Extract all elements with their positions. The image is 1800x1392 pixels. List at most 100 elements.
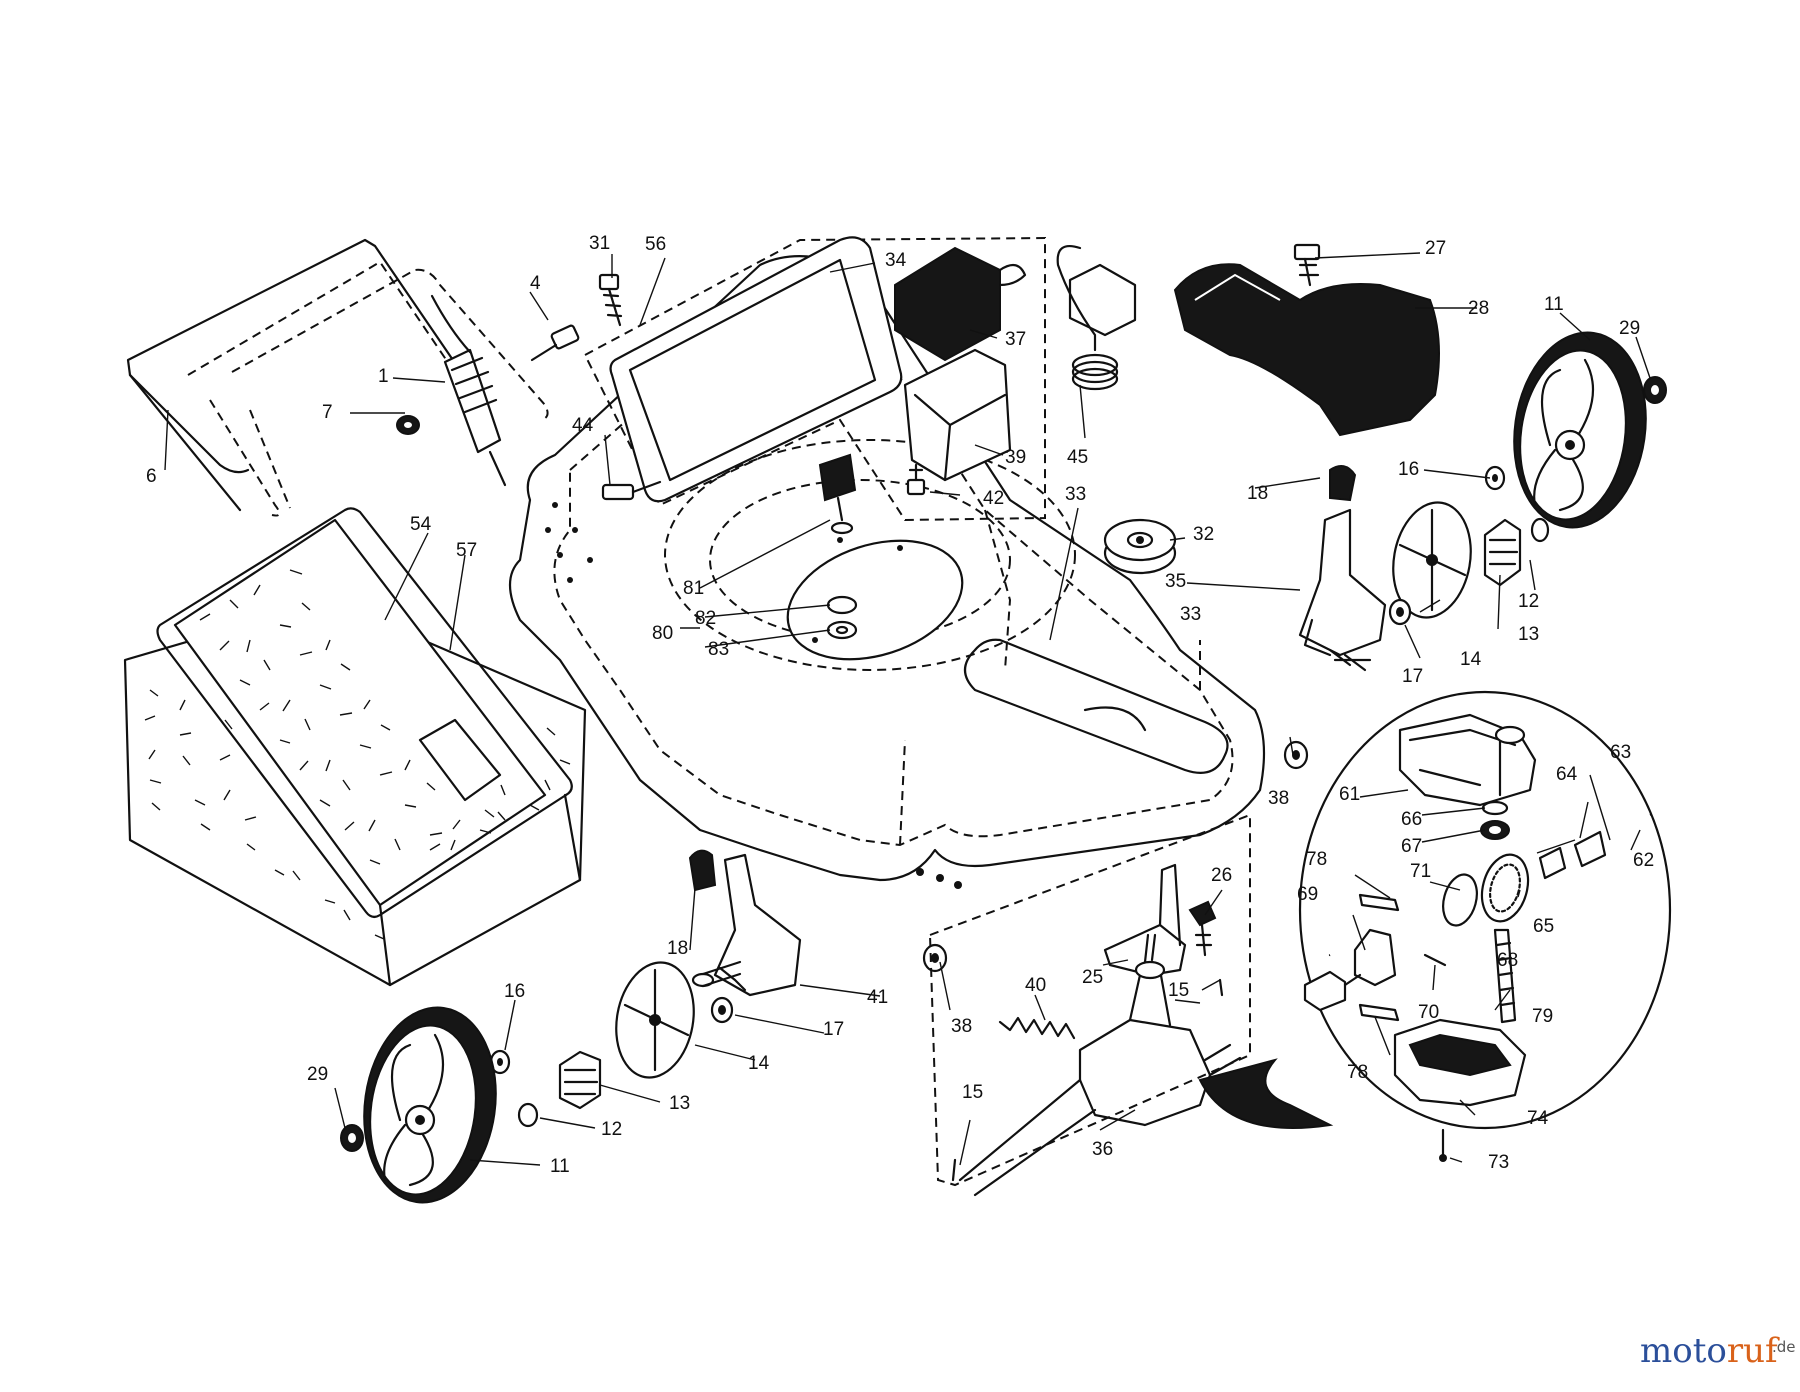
- label-67: 67: [1401, 836, 1422, 857]
- label-54: 54: [410, 514, 432, 535]
- label-82: 82: [695, 608, 716, 629]
- label-36: 36: [1092, 1139, 1113, 1160]
- label-38-lower: 38: [951, 1016, 972, 1037]
- label-14-left: 14: [748, 1053, 770, 1074]
- gear-68: [1480, 853, 1530, 923]
- label-15-upper: 15: [1168, 980, 1189, 1001]
- label-16-right: 16: [1398, 459, 1419, 480]
- nut-29-right: [1643, 376, 1667, 404]
- worm-79: [1493, 928, 1517, 1024]
- grass-catcher: [123, 507, 587, 987]
- label-80: 80: [652, 623, 673, 644]
- bracket-25: [1103, 863, 1187, 977]
- bolt-4: [530, 324, 580, 362]
- label-63: 63: [1610, 742, 1631, 763]
- label-33-lower: 33: [1180, 604, 1201, 625]
- watermark: motoruf .de: [1640, 1331, 1796, 1371]
- spring-40: [998, 1016, 1076, 1040]
- clutch-69: [1303, 928, 1397, 1012]
- label-11-right: 11: [1544, 294, 1564, 315]
- label-13-right: 13: [1518, 624, 1539, 645]
- watermark-brand-b: ruf: [1727, 1331, 1780, 1371]
- washers-82-83: [826, 595, 858, 640]
- label-1: 1: [378, 366, 389, 387]
- label-62: 62: [1633, 850, 1654, 871]
- pin-70: [1423, 953, 1447, 967]
- height-adjuster-right: [1298, 465, 1387, 672]
- label-18-right: 18: [1247, 483, 1268, 504]
- transmission-36: [958, 933, 1242, 1197]
- label-66: 66: [1401, 809, 1422, 830]
- hubcap-14-right: [1392, 501, 1472, 619]
- gear-13-left: [558, 1050, 602, 1110]
- height-adjuster-left: [688, 849, 802, 997]
- label-26: 26: [1211, 865, 1232, 886]
- washer-17-right: [1388, 598, 1412, 626]
- label-44: 44: [572, 415, 594, 436]
- label-71: 71: [1410, 861, 1431, 882]
- label-83: 83: [708, 639, 729, 660]
- label-42: 42: [983, 488, 1004, 509]
- label-14-right: 14: [1460, 649, 1482, 670]
- label-32: 32: [1193, 524, 1214, 545]
- label-16-left: 16: [504, 981, 525, 1002]
- pulley-32: [1103, 518, 1177, 575]
- label-12-left: 12: [601, 1119, 622, 1140]
- nut-7: [396, 415, 420, 435]
- bolt-31: [598, 273, 623, 327]
- label-29-right: 29: [1619, 318, 1640, 339]
- handle-assembly: [126, 238, 549, 517]
- battery-37: [894, 246, 1027, 362]
- label-61: 61: [1339, 784, 1360, 805]
- label-56: 56: [645, 234, 666, 255]
- clip-12-left: [517, 1102, 539, 1128]
- pin-15: [951, 978, 1224, 1182]
- label-70: 70: [1418, 1002, 1439, 1023]
- transmission-housing-61: [1398, 713, 1537, 807]
- control-switch: [430, 294, 507, 487]
- label-18-left: 18: [667, 938, 688, 959]
- label-45: 45: [1067, 447, 1088, 468]
- label-4: 4: [530, 273, 541, 294]
- screw-42: [906, 463, 926, 496]
- bolt-44: [601, 480, 662, 501]
- label-7: 7: [322, 402, 333, 423]
- label-68: 68: [1497, 950, 1518, 971]
- label-27: 27: [1425, 238, 1446, 259]
- housing-74: [1393, 1018, 1527, 1107]
- panel-56-34: [583, 236, 1046, 522]
- label-69: 69: [1297, 884, 1318, 905]
- label-35: 35: [1165, 571, 1186, 592]
- wheel-right-11: [1513, 331, 1647, 529]
- bolt-26: [1188, 900, 1217, 957]
- label-39: 39: [1005, 447, 1026, 468]
- label-25: 25: [1082, 967, 1103, 988]
- clip-12-right: [1530, 517, 1550, 543]
- leader-lines: [164, 252, 1651, 1166]
- label-73: 73: [1488, 1152, 1509, 1173]
- wheel-left-11: [363, 1006, 497, 1204]
- label-41: 41: [867, 987, 888, 1008]
- label-81: 81: [683, 578, 704, 599]
- label-57: 57: [456, 540, 477, 561]
- label-64: 64: [1556, 764, 1578, 785]
- label-65: 65: [1533, 916, 1554, 937]
- label-40: 40: [1025, 975, 1046, 996]
- watermark-tld: .de: [1772, 1338, 1796, 1356]
- label-6: 6: [146, 466, 157, 487]
- label-31: 31: [589, 233, 610, 254]
- gear-13-right: [1483, 518, 1522, 587]
- label-17-left: 17: [823, 1019, 844, 1040]
- pawls-78: [1358, 893, 1400, 1022]
- label-15-lower: 15: [962, 1082, 983, 1103]
- label-78-upper: 78: [1306, 849, 1327, 870]
- label-12-right: 12: [1518, 591, 1539, 612]
- bolt-27: [1293, 243, 1321, 287]
- washer-17-left: [710, 996, 734, 1024]
- label-37: 37: [1005, 329, 1026, 350]
- label-29-left: 29: [307, 1064, 328, 1085]
- label-17-right: 17: [1402, 666, 1423, 687]
- knob-81: [818, 453, 857, 535]
